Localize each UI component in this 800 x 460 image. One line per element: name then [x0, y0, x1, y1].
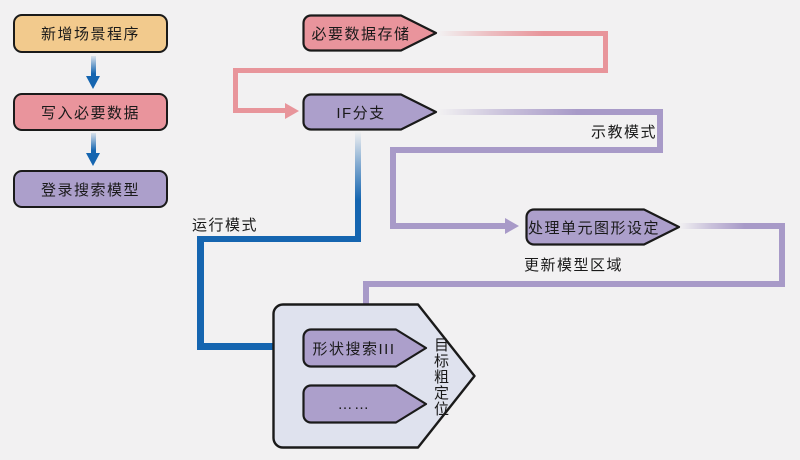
edge-label-update-model-region: 更新模型区域 — [524, 257, 624, 274]
edge-label-teach-mode: 示教模式 — [591, 124, 658, 141]
edge-pink-seg-4 — [233, 68, 238, 113]
node-label: 写入必要数据 — [40, 104, 140, 122]
arrow-down-icon — [86, 153, 100, 166]
edge-update-seg-3 — [363, 281, 785, 287]
node-register-search-model: 登录搜索模型 — [13, 170, 168, 208]
pentagon-shape — [302, 93, 438, 131]
edge-run-seg-4 — [197, 343, 283, 350]
edge-pink-seg-5 — [233, 108, 286, 113]
pentagon-shape — [525, 208, 681, 246]
node-processing-unit-figure-setting: 处理单元图形设定 — [525, 208, 681, 246]
node-label: 登录搜索模型 — [40, 181, 140, 199]
node-label: 必要数据存储 — [311, 25, 411, 43]
edge-pink-seg-1 — [438, 31, 608, 36]
arrow-right-icon — [285, 103, 299, 119]
node-shape-search-iii: 形状搜索III — [302, 328, 428, 368]
node-label: 新增场景程序 — [40, 26, 140, 43]
edge-teach-seg-3 — [390, 147, 663, 153]
arrow-shaft — [91, 56, 96, 78]
edge-teach-seg-2 — [657, 109, 663, 153]
edge-teach-seg-4 — [390, 147, 396, 229]
pentagon-shape — [302, 328, 428, 368]
edge-update-seg-4 — [363, 281, 369, 311]
node-new-scene-program: 新增场景程序 — [13, 14, 168, 53]
edge-teach-seg-5 — [396, 223, 506, 229]
pentagon-shape — [302, 384, 428, 424]
edge-run-seg-2 — [197, 236, 361, 242]
edge-update-seg-2 — [779, 223, 785, 287]
arrow-right-icon — [505, 218, 519, 234]
node-required-data-storage: 必要数据存储 — [302, 14, 438, 52]
edge-update-seg-1 — [679, 223, 785, 229]
node-label: …… — [337, 395, 371, 413]
edge-run-seg-3 — [197, 236, 204, 350]
arrow-shaft — [91, 133, 96, 155]
node-label: IF分支 — [336, 104, 386, 122]
edge-pink-seg-3 — [233, 68, 608, 73]
edge-run-seg-1 — [355, 131, 361, 242]
node-label: 处理单元图形设定 — [527, 219, 660, 237]
arrow-down-icon — [86, 76, 100, 89]
edge-pink-seg-2 — [603, 31, 608, 73]
edge-label-run-mode: 运行模式 — [192, 217, 259, 234]
node-if-branch: IF分支 — [302, 93, 438, 131]
group-caption: 目标粗定位 — [432, 337, 449, 417]
pentagon-shape — [302, 14, 438, 52]
node-label: 形状搜索III — [312, 340, 396, 358]
node-more-units: …… — [302, 384, 428, 424]
edge-teach-seg-1 — [438, 109, 663, 115]
node-write-required-data: 写入必要数据 — [13, 93, 168, 131]
